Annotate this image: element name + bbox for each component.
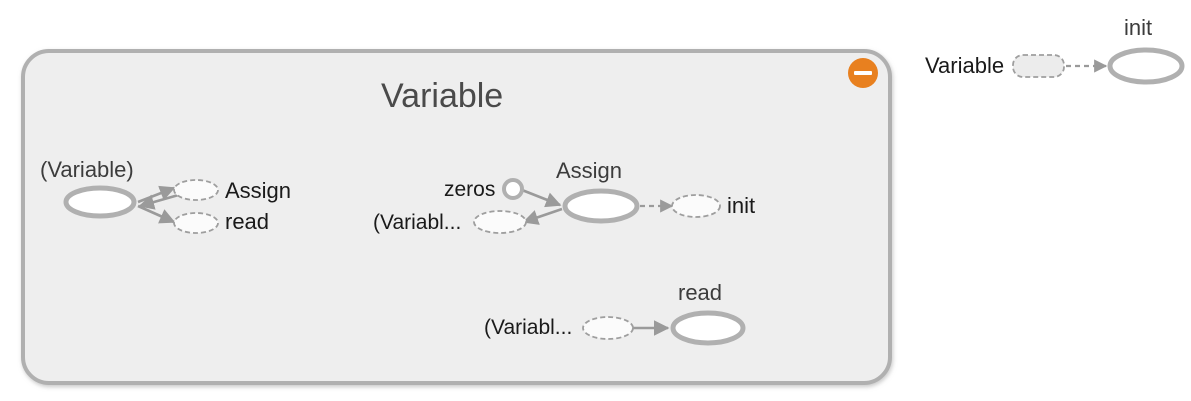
node-assign-left-shape[interactable] bbox=[173, 179, 219, 201]
scope-title: Variable bbox=[381, 77, 504, 115]
minus-circle-icon[interactable] bbox=[848, 58, 878, 88]
node-label-variable-ref-bottom: (Variabl... bbox=[484, 316, 573, 339]
edge-zeros-to-assign bbox=[521, 188, 562, 208]
node-variable-ref-left-shape[interactable] bbox=[63, 185, 137, 219]
node-label-variable-stub-right: Variable bbox=[925, 53, 1005, 78]
edge-variable-to-assign bbox=[137, 185, 176, 204]
node-init-stub-shape[interactable] bbox=[671, 194, 721, 218]
node-variable-ref-mid[interactable] bbox=[473, 210, 527, 234]
node-init-stub[interactable] bbox=[671, 194, 721, 218]
node-variable-stub-right[interactable] bbox=[1012, 54, 1065, 78]
scope-container-rect[interactable] bbox=[21, 49, 892, 385]
node-variable-ref-left[interactable] bbox=[63, 185, 137, 219]
node-read-main[interactable] bbox=[670, 310, 746, 346]
edge-group-middle bbox=[521, 188, 674, 225]
node-assign-main[interactable] bbox=[562, 188, 640, 224]
node-assign-main-shape[interactable] bbox=[562, 188, 640, 224]
node-variable-stub-right-shape[interactable] bbox=[1012, 54, 1065, 78]
node-label-read-main: read bbox=[678, 280, 723, 305]
node-label-read-left: read bbox=[225, 209, 270, 234]
node-variable-ref-bottom-shape[interactable] bbox=[582, 316, 634, 340]
node-init-main-shape[interactable] bbox=[1107, 47, 1185, 85]
node-zeros-shape[interactable] bbox=[502, 178, 524, 200]
node-read-main-shape[interactable] bbox=[670, 310, 746, 346]
node-label-variable-ref-mid: (Variabl... bbox=[373, 211, 462, 234]
node-variable-ref-mid-shape[interactable] bbox=[473, 210, 527, 234]
node-read-left-shape[interactable] bbox=[173, 212, 219, 234]
node-init-main[interactable] bbox=[1107, 47, 1185, 85]
edge-variable-to-read bbox=[137, 204, 176, 224]
node-label-zeros: zeros bbox=[444, 178, 496, 201]
node-label-assign-left: Assign bbox=[225, 178, 292, 203]
node-read-left[interactable] bbox=[173, 212, 219, 234]
scope-container-variable[interactable] bbox=[21, 49, 892, 385]
node-zeros[interactable] bbox=[502, 178, 524, 200]
edge-assign-to-variable-ref-mid bbox=[522, 207, 563, 225]
node-assign-left[interactable] bbox=[173, 179, 219, 201]
node-label-init-main: init bbox=[1124, 15, 1153, 40]
node-label-assign-main: Assign bbox=[556, 158, 623, 183]
node-label-variable-ref-left: (Variable) bbox=[40, 157, 134, 182]
node-label-init-stub: init bbox=[727, 193, 756, 218]
node-variable-ref-bottom[interactable] bbox=[582, 316, 634, 340]
